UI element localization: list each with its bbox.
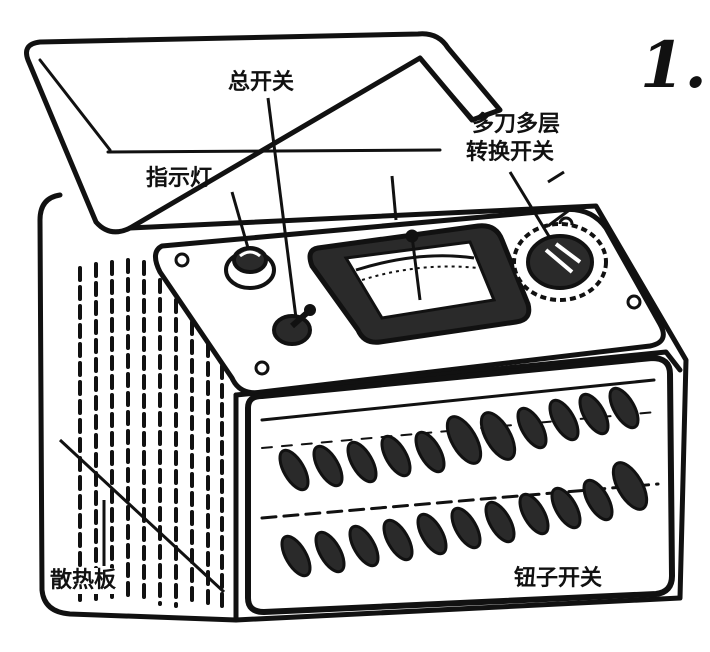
toggle-switches — [278, 386, 649, 578]
label-toggle-switches: 钮子开关 — [510, 566, 607, 592]
leader-lines — [58, 97, 565, 594]
indicator-light — [224, 246, 276, 290]
label-rotary-switch-line2: 转换开关 — [466, 140, 555, 165]
label-main-switch: 总开关 — [228, 70, 295, 95]
label-heat-sink: 散热板 — [46, 568, 121, 594]
label-rotary-switch-line1: 多刀多层 — [472, 112, 561, 137]
rotary-switch — [512, 206, 608, 302]
label-indicator-light: 指示灯 — [146, 166, 213, 191]
front-top-edge — [233, 349, 683, 398]
figure-number: 1. — [640, 28, 707, 103]
bay-inner-top — [260, 378, 656, 422]
meter — [307, 223, 532, 345]
main-switch — [272, 304, 316, 346]
lid — [24, 31, 503, 235]
body-outline — [37, 192, 689, 623]
heat-sink-vents — [78, 258, 224, 610]
lid-inner-edge — [38, 58, 112, 152]
lid-rim — [418, 56, 476, 122]
switch-bay — [245, 355, 675, 615]
